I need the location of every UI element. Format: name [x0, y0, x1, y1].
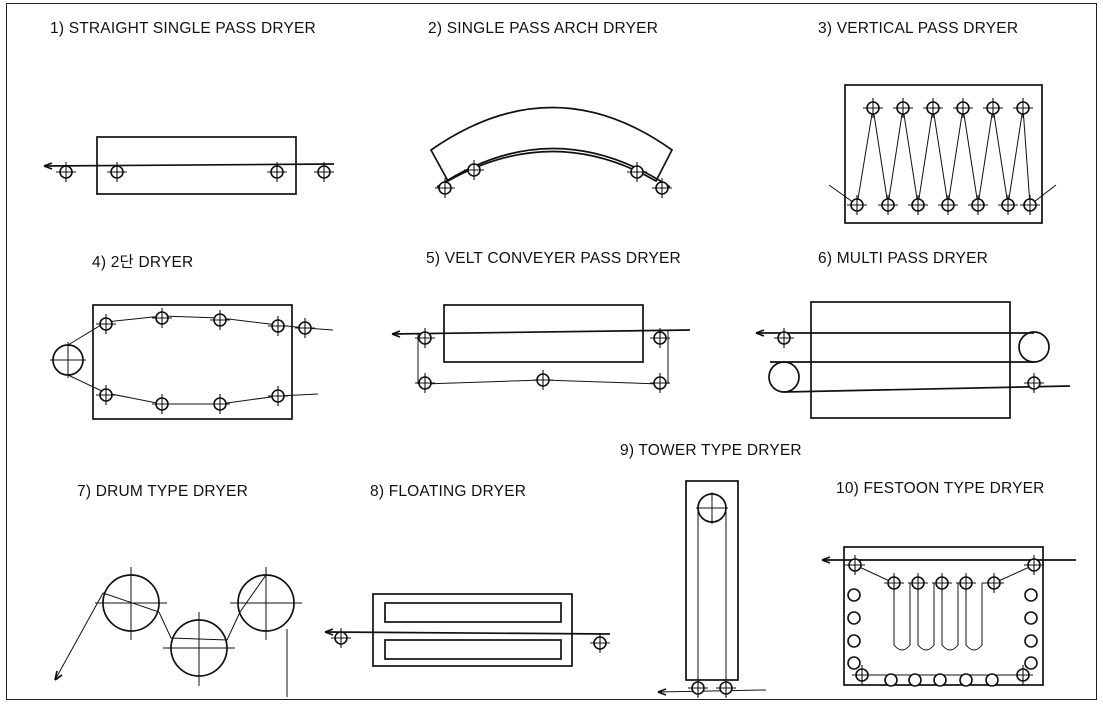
straight-single-pass-dryer-drawing — [43, 136, 335, 195]
label-velt-conveyer-pass-dryer: 5) VELT CONVEYER PASS DRYER — [426, 250, 681, 267]
drum-type-dryer-drawing — [54, 567, 302, 697]
single-pass-arch-dryer-drawing — [429, 106, 674, 199]
tower-type-dryer-drawing — [657, 480, 767, 699]
label-floating-dryer: 8) FLOATING DRYER — [370, 483, 527, 500]
label-tower-type-dryer: 9) TOWER TYPE DRYER — [620, 442, 802, 459]
label-single-pass-arch-dryer: 2) SINGLE PASS ARCH DRYER — [428, 20, 659, 37]
two-stage-dryer-drawing — [50, 304, 334, 420]
label-2dan-dryer: 4) 2단 DRYER — [92, 254, 194, 271]
multi-pass-dryer-drawing — [755, 301, 1071, 419]
diagram-frame — [6, 3, 1097, 700]
festoon-type-dryer-drawing — [821, 546, 1076, 687]
label-vertical-pass-dryer: 3) VERTICAL PASS DRYER — [818, 20, 1019, 37]
vertical-pass-dryer-drawing — [828, 84, 1057, 224]
label-festoon-type-dryer: 10) FESTOON TYPE DRYER — [836, 480, 1045, 497]
label-drum-type-dryer: 7) DRUM TYPE DRYER — [77, 483, 248, 500]
label-multi-pass-dryer: 6) MULTI PASS DRYER — [818, 250, 989, 267]
velt-conveyer-pass-dryer-drawing — [391, 304, 691, 394]
label-straight-single-pass-dryer: 1) STRAIGHT SINGLE PASS DRYER — [50, 20, 316, 37]
floating-dryer-drawing — [324, 593, 611, 667]
